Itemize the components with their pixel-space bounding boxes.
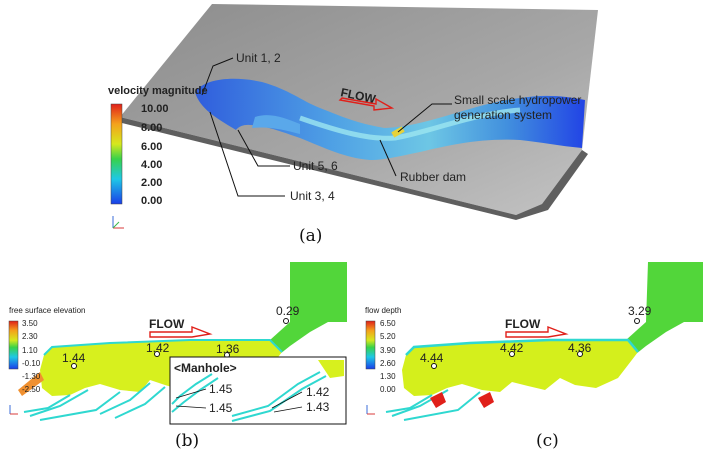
caption-a: (a) [299, 226, 322, 246]
tick-a-0: 10.00 [141, 103, 169, 115]
colorbar-ticks-a: 10.00 8.00 6.00 4.00 2.00 0.00 [141, 103, 169, 207]
river-branch [252, 115, 300, 134]
channel-edge-b [43, 339, 283, 356]
tick-b-5: -2.50 [22, 385, 41, 394]
colorbar-ticks-b: 3.50 2.30 1.10 -0.10 -1.30 -2.50 [22, 319, 41, 394]
flow-label-b: FLOW [149, 317, 185, 331]
value-b-2: 1.42 [146, 341, 170, 355]
inset-value-2: 1.45 [209, 401, 233, 415]
point-c-2 [509, 351, 515, 357]
inset-value-3: 1.42 [306, 385, 330, 399]
flow-arrow-a [338, 97, 395, 111]
flow-arrow-b [149, 325, 213, 338]
manhole-red-c2 [478, 392, 494, 408]
point-c-4 [634, 318, 640, 324]
inset-title: <Manhole> [174, 361, 237, 375]
point-c-1 [431, 363, 437, 369]
tick-a-3: 4.00 [141, 159, 162, 171]
tick-c-5: 0.00 [380, 385, 396, 394]
legend-title-b: free surface elevation [9, 306, 86, 315]
channel-edge-c [405, 338, 639, 356]
tick-c-1: 5.20 [380, 332, 396, 341]
label-unit34: Unit 3, 4 [290, 189, 335, 203]
label-rubber-dam: Rubber dam [400, 170, 466, 184]
river-highlight [299, 107, 521, 141]
tick-b-2: 1.10 [22, 346, 38, 355]
label-hydro-line2: generation system [454, 108, 552, 122]
manhole-inset: <Manhole> 1.45 1.45 1.42 1.43 [169, 356, 347, 425]
terrain-slab-side [118, 117, 588, 220]
tick-b-3: -0.10 [22, 359, 41, 368]
tick-a-2: 6.00 [141, 141, 162, 153]
label-unit12: Unit 1, 2 [236, 51, 281, 65]
tick-a-5: 0.00 [141, 195, 162, 207]
tick-c-3: 2.60 [380, 359, 396, 368]
point-c-3 [577, 351, 583, 357]
value-b-3: 1.36 [216, 342, 240, 356]
value-c-3: 4.36 [568, 341, 592, 355]
colorbar-c [365, 320, 376, 370]
point-b-4 [283, 318, 289, 324]
colorbar-ticks-c: 6.50 5.20 3.90 2.60 1.30 0.00 [380, 319, 396, 394]
manhole-red-c1 [430, 392, 446, 408]
caption-c: (c) [536, 431, 559, 451]
legend-title-a: velocity magnitude [108, 85, 208, 97]
panel-c: 4.44 4.42 4.36 3.29 FLOW flow depth 6.50… [365, 262, 703, 451]
axis-triad-a [112, 216, 124, 229]
point-b-1 [71, 363, 77, 369]
legend-title-c: flow depth [365, 306, 401, 315]
upstream-channel-c [614, 262, 703, 354]
point-b-2 [154, 351, 160, 357]
panel-a: Unit 1, 2 Unit 5, 6 Unit 3, 4 Small scal… [108, 4, 598, 246]
leader-unit12 [201, 57, 234, 96]
value-c-2: 4.42 [500, 341, 524, 355]
leader-unit34 [209, 111, 285, 197]
tick-a-1: 8.00 [141, 122, 162, 134]
tick-b-0: 3.50 [22, 319, 38, 328]
river-flow [195, 78, 585, 160]
inset-value-1: 1.45 [209, 382, 233, 396]
value-c-4: 3.29 [628, 304, 652, 318]
tick-b-1: 2.30 [22, 332, 38, 341]
value-b-4: 0.29 [276, 304, 300, 318]
flow-label-c: FLOW [505, 317, 541, 331]
pipes-b [23, 382, 166, 421]
panel-b: 1.44 1.42 1.36 0.29 FLOW <Manhole> 1.45 … [8, 262, 347, 451]
tick-c-0: 6.50 [380, 319, 396, 328]
axis-triad-c [366, 405, 375, 415]
leader-hydro [397, 103, 452, 133]
terrain-slab [120, 4, 598, 215]
axis-triad-b [9, 405, 18, 415]
label-unit56: Unit 5, 6 [293, 159, 338, 173]
label-hydro-line1: Small scale hydropower [454, 93, 581, 107]
inset-value-4: 1.43 [306, 400, 330, 414]
orange-inlet-b [18, 372, 44, 396]
upstream-channel-b [258, 262, 347, 354]
value-c-1: 4.44 [420, 351, 444, 365]
tick-a-4: 2.00 [141, 177, 162, 189]
flow-arrow-c [505, 325, 569, 338]
colorbar-a [110, 103, 123, 205]
leader-dam [379, 139, 397, 177]
leader-unit56 [237, 129, 290, 167]
tick-c-4: 1.30 [380, 372, 396, 381]
tick-b-4: -1.30 [22, 372, 41, 381]
colorbar-b [8, 320, 19, 370]
caption-b: (b) [175, 431, 199, 451]
value-b-1: 1.44 [62, 351, 86, 365]
tick-c-2: 3.90 [380, 346, 396, 355]
